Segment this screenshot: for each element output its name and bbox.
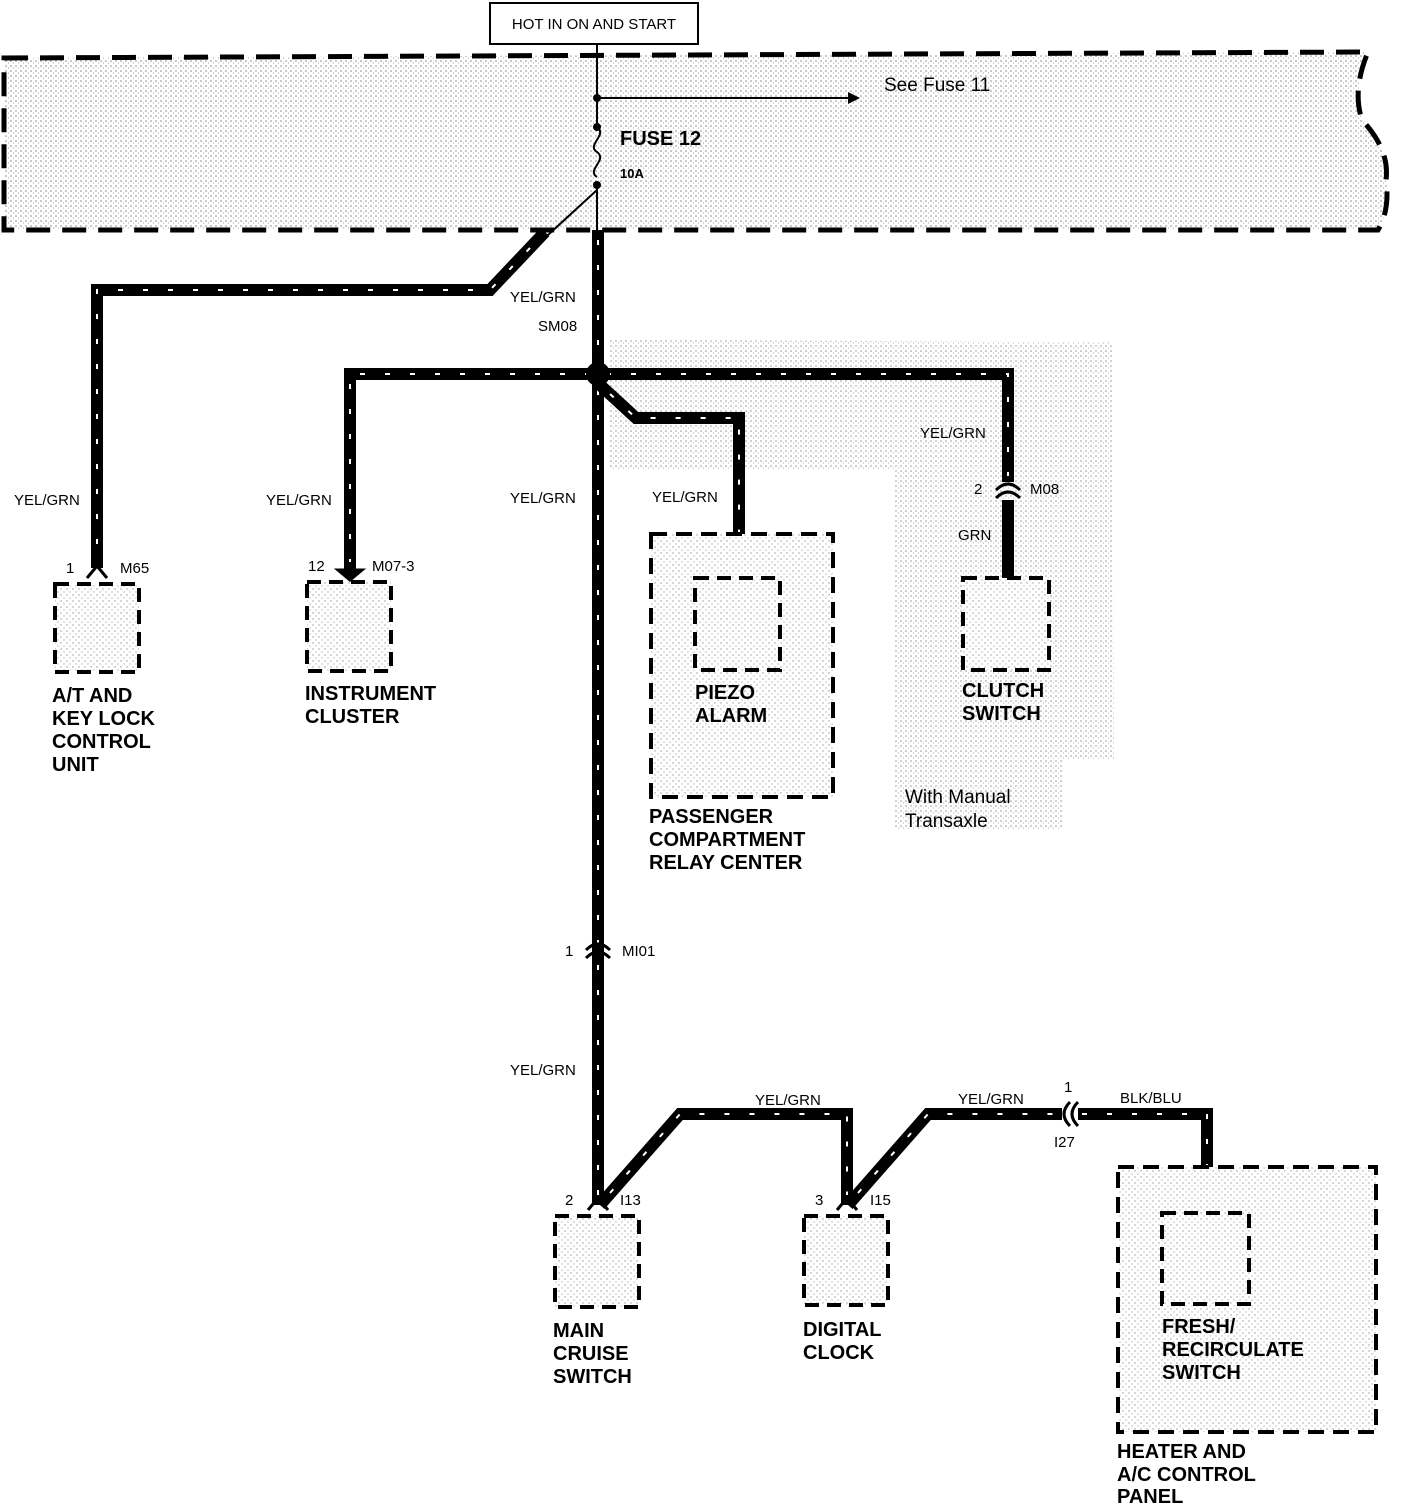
svg-text:DIGITAL: DIGITAL <box>803 1319 882 1341</box>
pin-m08: 2 <box>974 481 982 498</box>
connector-m08: M08 <box>1030 481 1059 498</box>
svg-text:MAIN: MAIN <box>553 1320 604 1342</box>
pin-m65: 1 <box>66 560 74 577</box>
at-key-lock-box <box>53 582 141 674</box>
connector-i13: I13 <box>620 1192 641 1209</box>
svg-text:CLOCK: CLOCK <box>803 1342 875 1364</box>
svg-text:ALARM: ALARM <box>695 705 767 727</box>
pin-m07-3: 12 <box>308 558 325 575</box>
piezo-alarm-label: PIEZO ALARM <box>695 682 767 727</box>
piezo-alarm-box <box>693 576 782 672</box>
wire-label-i27-to-fresh: BLK/BLU <box>1120 1090 1182 1107</box>
connector-i27: I27 <box>1054 1134 1075 1151</box>
fuse-rating: 10A <box>620 166 644 181</box>
wire-label-clock-to-i27: YEL/GRN <box>958 1091 1024 1108</box>
heater-panel-label: HEATER AND A/C CONTROL PANEL <box>1117 1441 1256 1506</box>
wire-label-at-key-lock: YEL/GRN <box>14 492 80 509</box>
splice-label: SM08 <box>538 318 577 335</box>
wire-label-main-lower: YEL/GRN <box>510 1062 576 1079</box>
clutch-switch-box <box>961 576 1051 672</box>
pin-i27: 1 <box>1064 1079 1072 1096</box>
see-fuse-label: See Fuse 11 <box>884 75 990 96</box>
feed-junction <box>593 94 601 102</box>
pin-i13: 2 <box>565 1192 573 1209</box>
svg-text:CLUTCH: CLUTCH <box>962 680 1044 702</box>
svg-text:SWITCH: SWITCH <box>1162 1362 1241 1384</box>
svg-text:UNIT: UNIT <box>52 754 99 776</box>
svg-text:A/T AND: A/T AND <box>52 685 132 707</box>
svg-text:SWITCH: SWITCH <box>962 703 1041 725</box>
instrument-cluster-label: INSTRUMENT CLUSTER <box>305 683 436 728</box>
manual-transaxle-note: With Manual Transaxle <box>905 787 1011 832</box>
svg-text:A/C CONTROL: A/C CONTROL <box>1117 1464 1256 1486</box>
svg-text:CONTROL: CONTROL <box>52 731 151 753</box>
svg-text:COMPARTMENT: COMPARTMENT <box>649 829 805 851</box>
power-source-label: HOT IN ON AND START <box>512 16 676 33</box>
connector-i15: I15 <box>870 1192 891 1209</box>
digital-clock-box <box>802 1214 890 1307</box>
svg-text:CRUISE: CRUISE <box>553 1343 629 1365</box>
digital-clock-label: DIGITAL CLOCK <box>803 1319 882 1364</box>
clutch-switch-label: CLUTCH SWITCH <box>962 680 1044 725</box>
connector-m65: M65 <box>120 560 149 577</box>
fresh-recirc-box <box>1160 1211 1251 1306</box>
wire-label-instrument-cluster: YEL/GRN <box>266 492 332 509</box>
fuse-element <box>592 126 602 178</box>
svg-text:PIEZO: PIEZO <box>695 682 755 704</box>
fresh-recirc-label: FRESH/ RECIRCULATE SWITCH <box>1162 1316 1304 1384</box>
splice-sm08 <box>586 362 610 386</box>
wire-label-main-mid: YEL/GRN <box>510 490 576 507</box>
svg-text:SWITCH: SWITCH <box>553 1366 632 1388</box>
pin-mi01: 1 <box>565 943 573 960</box>
wires <box>91 227 1213 1209</box>
main-cruise-box <box>553 1214 641 1309</box>
connector-m07-3: M07-3 <box>372 558 415 575</box>
wire-label-piezo: YEL/GRN <box>652 489 718 506</box>
svg-text:CLUSTER: CLUSTER <box>305 706 400 728</box>
main-cruise-label: MAIN CRUISE SWITCH <box>553 1320 632 1388</box>
svg-text:RECIRCULATE: RECIRCULATE <box>1162 1339 1304 1361</box>
wire-label-main-upper: YEL/GRN <box>510 289 576 306</box>
wire-label-clutch-upper: YEL/GRN <box>920 425 986 442</box>
wire-label-clutch-lower: GRN <box>958 527 991 544</box>
svg-text:FRESH/: FRESH/ <box>1162 1316 1236 1338</box>
fuse-box-region <box>1 49 1390 233</box>
svg-text:With Manual: With Manual <box>905 787 1011 808</box>
svg-text:RELAY CENTER: RELAY CENTER <box>649 852 803 874</box>
svg-text:HEATER AND: HEATER AND <box>1117 1441 1246 1463</box>
svg-text:KEY LOCK: KEY LOCK <box>52 708 156 730</box>
fuse-name: FUSE 12 <box>620 128 701 150</box>
connector-mi01: MI01 <box>622 943 655 960</box>
relay-center-label: PASSENGER COMPARTMENT RELAY CENTER <box>649 806 805 874</box>
wire-label-cruise-to-clock: YEL/GRN <box>755 1092 821 1109</box>
svg-text:INSTRUMENT: INSTRUMENT <box>305 683 436 705</box>
svg-text:PASSENGER: PASSENGER <box>649 806 774 828</box>
instrument-cluster-box <box>305 580 393 673</box>
pin-i15: 3 <box>815 1192 823 1209</box>
svg-text:PANEL: PANEL <box>1117 1486 1183 1506</box>
svg-text:Transaxle: Transaxle <box>905 811 988 832</box>
fuse-branch-wire <box>547 189 598 236</box>
power-source-box: HOT IN ON AND START <box>489 2 699 45</box>
at-key-lock-label: A/T AND KEY LOCK CONTROL UNIT <box>52 685 156 776</box>
